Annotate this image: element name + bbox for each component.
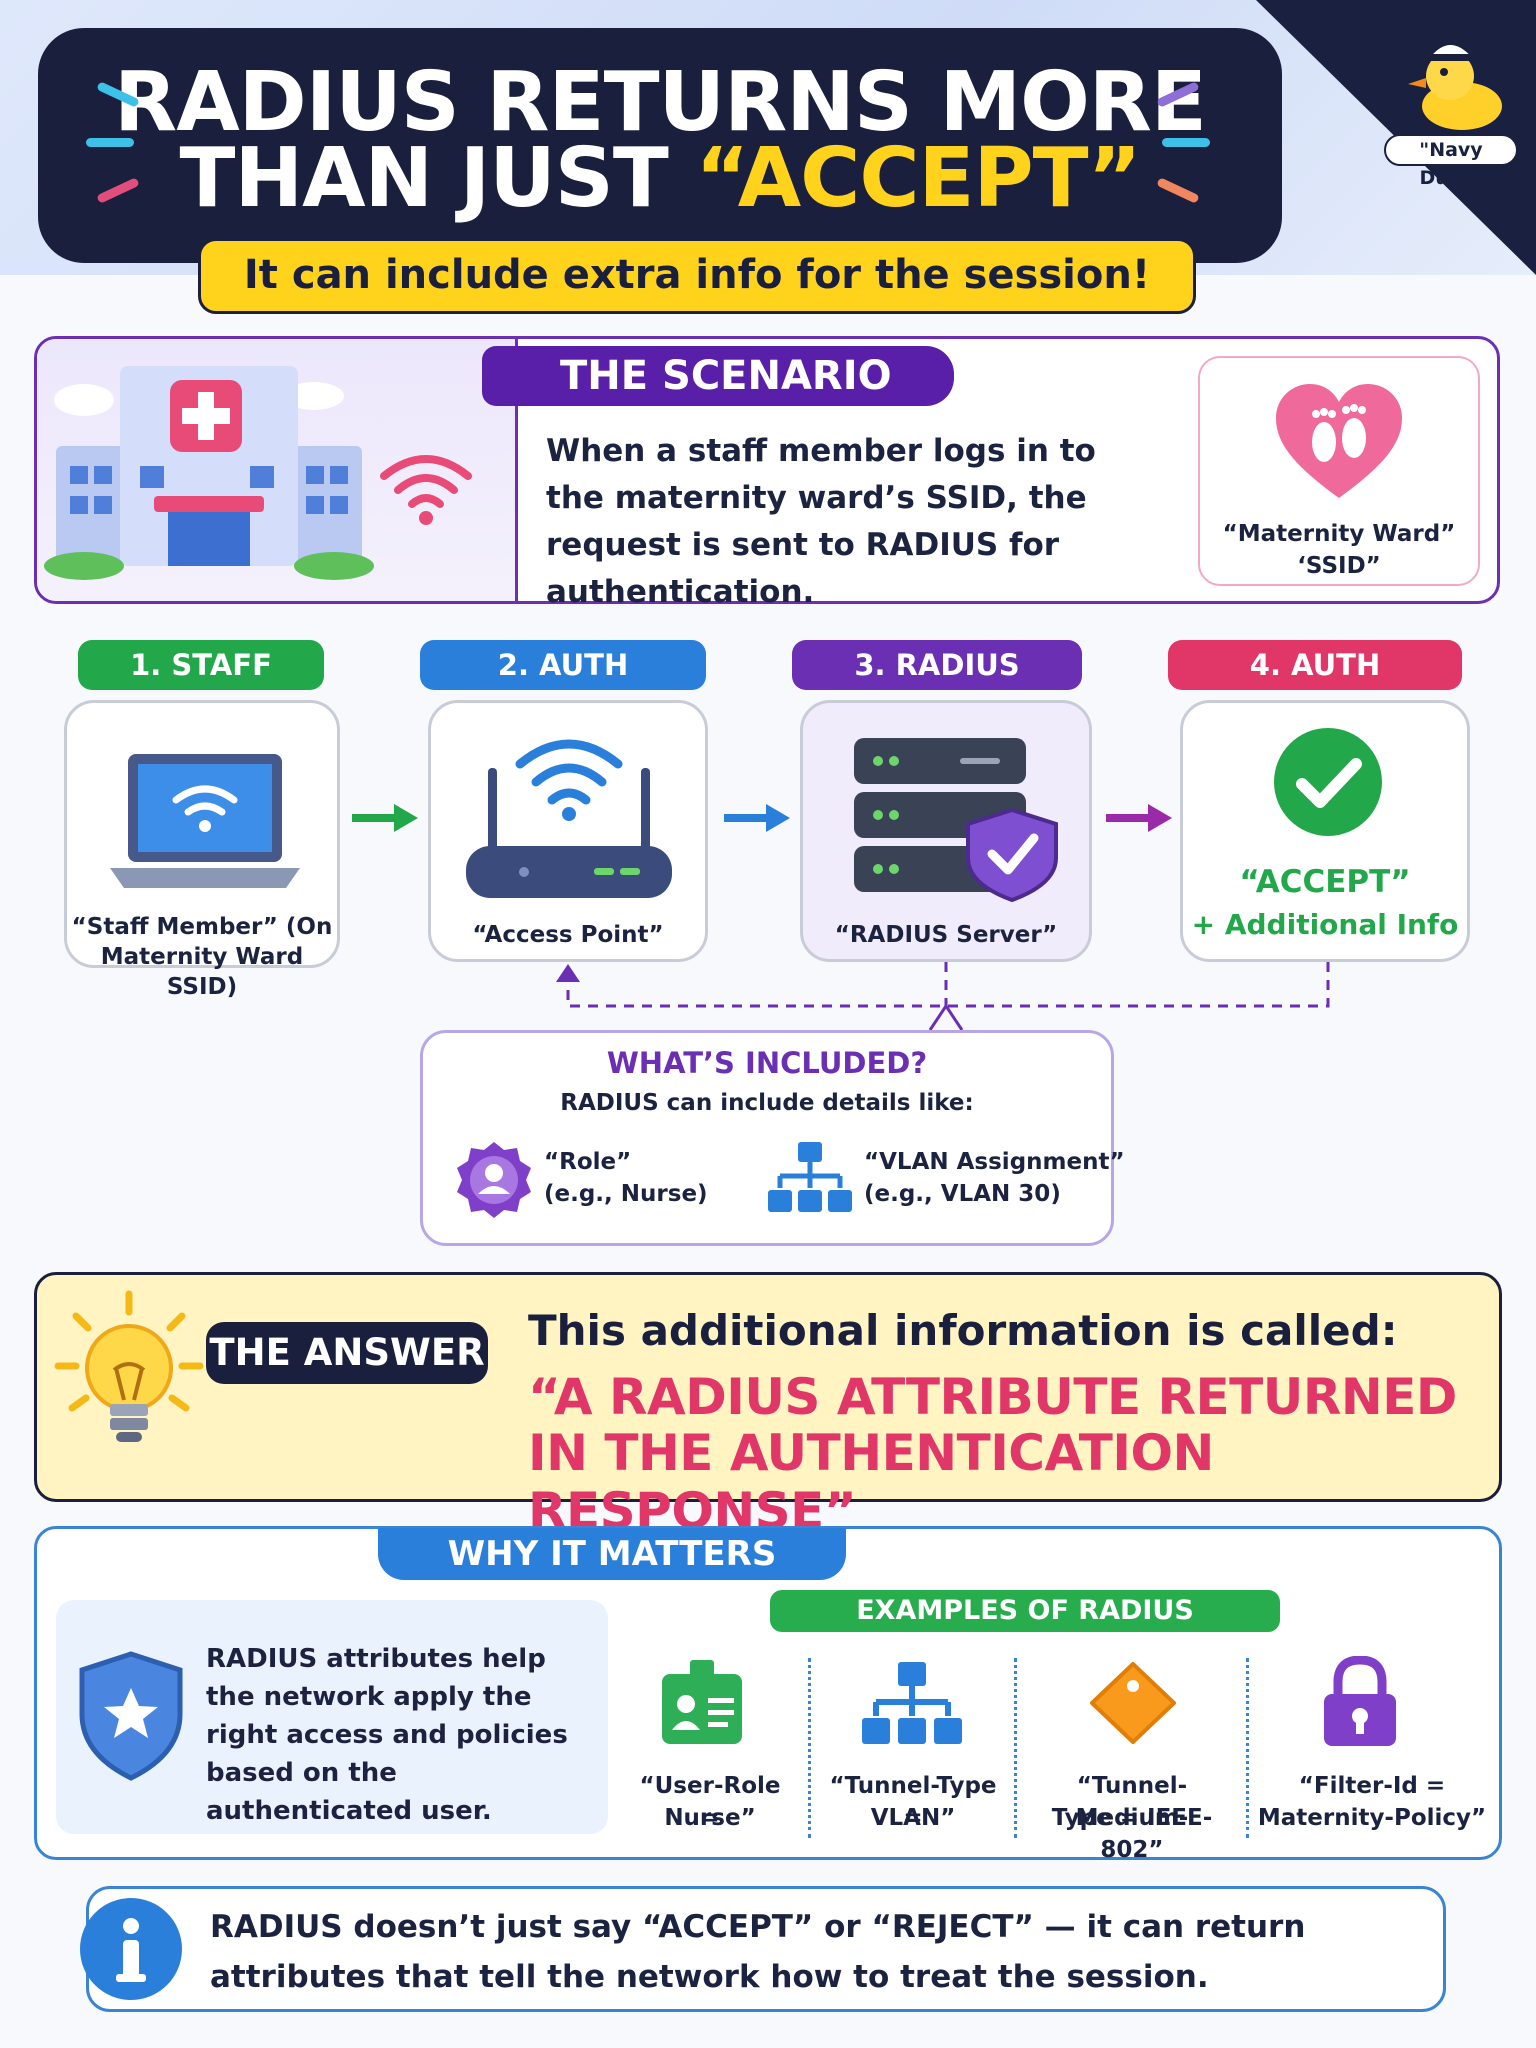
info-note-text: RADIUS doesn’t just say “ACCEPT” or “REJ… bbox=[210, 1909, 1306, 1995]
included-vlan-detail: (e.g., VLAN 30) bbox=[864, 1181, 1061, 1207]
radius-server-icon bbox=[854, 738, 1058, 903]
example-tunnel-medium-line1: “Tunnel-Medium- bbox=[1075, 1773, 1189, 1831]
scenario-text: When a staff member logs in to the mater… bbox=[546, 433, 1096, 610]
step-4-accept-label: “ACCEPT” bbox=[1239, 864, 1411, 900]
step-2-label: “Access Point” bbox=[472, 922, 664, 948]
mascot-label: "Navy Duck" bbox=[1384, 134, 1518, 189]
subtitle-banner: It can include extra info for the sessio… bbox=[198, 238, 1196, 314]
example-tunnel-type-line2: VLAN” bbox=[870, 1805, 956, 1831]
answer-heading: THE ANSWER bbox=[206, 1322, 488, 1384]
example-tunnel-medium-line2: Type = IEEE-802” bbox=[1051, 1805, 1213, 1863]
examples-divider bbox=[808, 1658, 811, 1838]
example-filter-id-line1: “Filter-Id = bbox=[1298, 1773, 1446, 1799]
network-tree-icon bbox=[862, 1662, 962, 1744]
lock-icon bbox=[1324, 1656, 1396, 1746]
access-point-icon bbox=[466, 739, 672, 898]
step-1-tag: 1. STAFF LOGIN bbox=[78, 640, 324, 732]
arrow-right-icon bbox=[1106, 804, 1172, 832]
examples-heading: EXAMPLES OF RADIUS ATTRIBUTES bbox=[770, 1590, 1280, 1668]
title-line-1: RADIUS RETURNS MORE bbox=[114, 55, 1207, 150]
examples-divider bbox=[1014, 1658, 1017, 1838]
whats-included-box bbox=[420, 1030, 1114, 1246]
return-path-connector bbox=[556, 962, 1330, 1031]
whats-included-subtitle: RADIUS can include details like: bbox=[560, 1090, 974, 1116]
network-tree-icon bbox=[768, 1142, 852, 1212]
scenario-divider bbox=[515, 339, 518, 601]
step-2-tag: 2. AUTH REQUEST bbox=[420, 640, 706, 732]
included-role-label: “Role” bbox=[544, 1149, 632, 1175]
examples-divider bbox=[1246, 1658, 1249, 1838]
info-note-box bbox=[86, 1886, 1446, 2012]
info-icon bbox=[80, 1898, 182, 2000]
title-banner: RADIUS RETURNS MORE THAN JUST “ACCEPT” bbox=[38, 28, 1282, 263]
example-filter-id-line2: Maternity-Policy” bbox=[1257, 1805, 1487, 1831]
step-1-label: “Staff Member” (On Maternity Ward SSID) bbox=[71, 914, 333, 1000]
title-accent: “ACCEPT” bbox=[695, 131, 1141, 226]
scenario-heading: THE SCENARIO bbox=[482, 346, 954, 406]
duck-mascot-icon bbox=[1408, 43, 1502, 130]
answer-line-1: “A RADIUS ATTRIBUTE RETURNED bbox=[528, 1368, 1457, 1426]
tag-icon bbox=[1090, 1662, 1176, 1744]
step-4-tag: 4. AUTH RESPONSE bbox=[1168, 640, 1462, 732]
hospital-icon bbox=[44, 366, 374, 580]
why-it-matters-text: RADIUS attributes help the network apply… bbox=[206, 1644, 568, 1826]
example-tunnel-type-line1: “Tunnel-Type = bbox=[829, 1773, 997, 1831]
lightbulb-icon bbox=[54, 1290, 204, 1442]
shield-star-icon bbox=[79, 1651, 183, 1781]
example-user-role-line2: Nurse” bbox=[664, 1805, 756, 1831]
answer-line-2: IN THE AUTHENTICATION RESPONSE” bbox=[528, 1424, 1214, 1540]
step-3-label: “RADIUS Server” bbox=[834, 922, 1058, 948]
sparkle-decoration bbox=[1162, 138, 1210, 147]
wifi-icon bbox=[380, 455, 472, 525]
user-badge-icon bbox=[457, 1142, 531, 1218]
checkmark-icon bbox=[1274, 728, 1382, 836]
included-role-detail: (e.g., Nurse) bbox=[544, 1181, 708, 1207]
title-line-2-prefix: THAN JUST bbox=[179, 131, 669, 226]
ssid-label: “Maternity Ward” ‘SSID” bbox=[1222, 521, 1456, 579]
info-glyph-icon bbox=[116, 1918, 146, 1982]
heart-footprints-icon bbox=[1276, 384, 1402, 498]
step-4-extra-label: + Additional Info bbox=[1191, 908, 1459, 941]
title-line-2: THAN JUST “ACCEPT” bbox=[38, 138, 1282, 220]
why-it-matters-heading: WHY IT MATTERS bbox=[378, 1528, 846, 1580]
answer-lead-text: This additional information is called: bbox=[528, 1306, 1398, 1355]
example-user-role-line1: “User-Role = bbox=[639, 1773, 781, 1831]
answer-box bbox=[34, 1272, 1502, 1502]
included-vlan-label: “VLAN Assignment” bbox=[864, 1149, 1125, 1175]
arrow-right-icon bbox=[352, 804, 418, 832]
sparkle-decoration bbox=[86, 138, 134, 147]
laptop-icon bbox=[110, 754, 300, 888]
arrow-right-icon bbox=[724, 804, 790, 832]
id-card-icon bbox=[662, 1660, 742, 1744]
whats-included-title: WHAT’S INCLUDED? bbox=[606, 1046, 928, 1080]
step-3-tag: 3. RADIUS SERVER bbox=[792, 640, 1082, 732]
